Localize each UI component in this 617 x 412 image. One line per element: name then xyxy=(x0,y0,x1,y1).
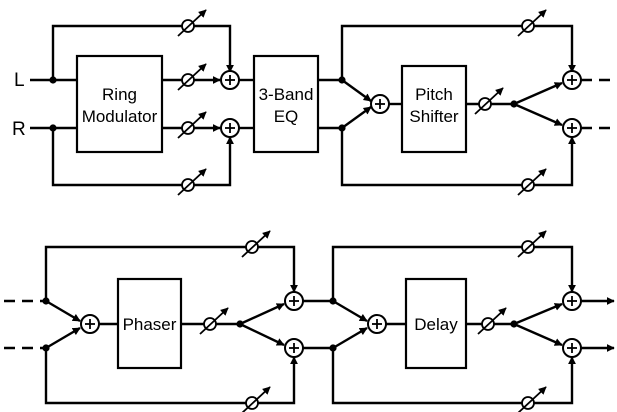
phaser-block xyxy=(116,277,183,370)
level-control-icon xyxy=(177,9,207,37)
input-label-right: R xyxy=(12,119,26,140)
eq-label-1: 3-Band xyxy=(259,85,314,104)
pitch-shifter-label-2: Shifter xyxy=(409,107,458,126)
level-control-icon xyxy=(241,386,271,412)
delay-label: Delay xyxy=(414,315,458,334)
pitch-shifter-section: Pitch Shifter xyxy=(318,9,614,196)
mixer-sum-icon xyxy=(562,70,582,90)
eq-block xyxy=(252,54,320,154)
level-control-icon xyxy=(177,63,207,91)
level-control-icon xyxy=(477,307,507,335)
level-control-icon xyxy=(474,87,504,115)
mixer-sum-icon xyxy=(367,314,387,334)
delay-section: Delay xyxy=(329,230,615,412)
mixer-sum-icon xyxy=(80,314,100,334)
delay-block xyxy=(404,277,468,370)
level-control-icon xyxy=(241,230,271,258)
level-control-icon xyxy=(199,307,229,335)
level-control-icon xyxy=(177,168,207,196)
level-control-icon xyxy=(517,386,547,412)
ring-mod-section: Ring Modulator xyxy=(30,9,254,196)
phaser-label: Phaser xyxy=(123,315,177,334)
mixer-sum-icon xyxy=(220,118,240,138)
pitch-shifter-label-1: Pitch xyxy=(415,85,453,104)
ring-modulator-label-1: Ring xyxy=(102,85,137,104)
eq-label-2: EQ xyxy=(274,107,299,126)
ring-modulator-label-2: Modulator xyxy=(82,107,158,126)
pitch-shifter-block xyxy=(400,64,468,154)
input-label-left: L xyxy=(14,70,25,91)
level-control-icon xyxy=(517,230,547,258)
mixer-sum-icon xyxy=(562,118,582,138)
ring-modulator-block xyxy=(75,54,164,154)
mixer-sum-icon xyxy=(284,291,304,311)
phaser-section: Phaser xyxy=(4,230,333,412)
mixer-sum-icon xyxy=(284,338,304,358)
mixer-sum-icon xyxy=(220,70,240,90)
level-control-icon xyxy=(517,168,547,196)
level-control-icon xyxy=(517,9,547,37)
mixer-sum-icon xyxy=(370,94,390,114)
mixer-sum-icon xyxy=(562,291,582,311)
mixer-sum-icon xyxy=(562,338,582,358)
level-control-icon xyxy=(177,111,207,139)
